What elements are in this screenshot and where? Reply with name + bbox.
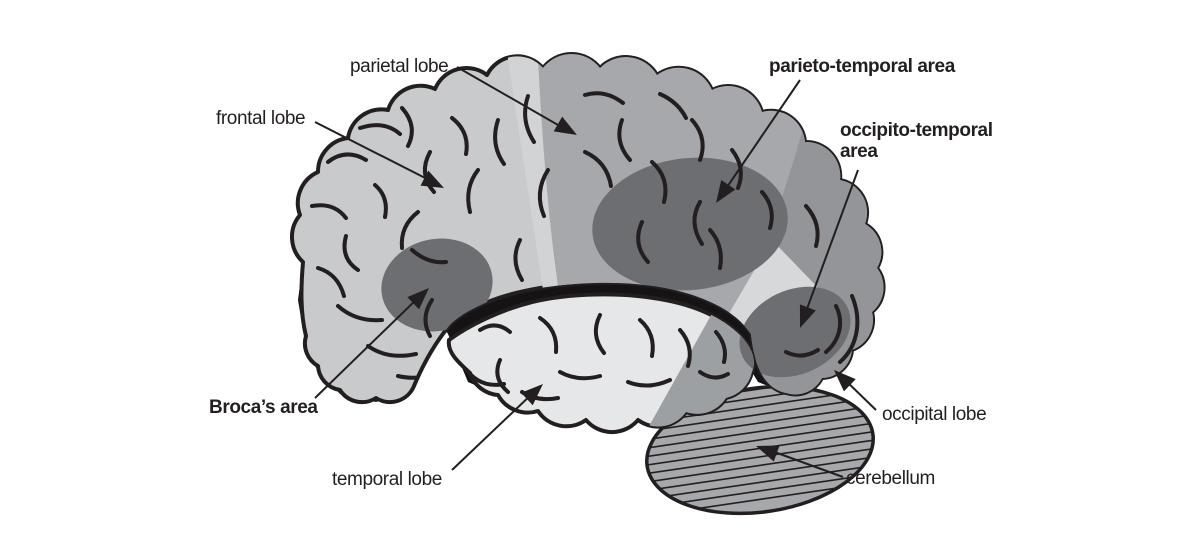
- brocas-area-region: [381, 238, 493, 332]
- temporal-lobe-arrowhead: [521, 384, 543, 406]
- highlight-areas: [381, 157, 851, 378]
- occipital-lobe-region: [714, 96, 884, 403]
- parietal-lobe-label: parietal lobe: [350, 56, 449, 77]
- occipital-lobe-label: occipital lobe: [882, 404, 987, 425]
- parietal-lobe-arrowhead: [553, 116, 577, 135]
- frontal-lobe-arrowhead: [420, 170, 444, 188]
- parieto-temporal-arrowhead: [716, 180, 736, 203]
- cerebellum-arrowhead: [756, 445, 780, 462]
- cerebellum-label: cerebellum: [846, 468, 935, 489]
- parieto-temporal-leader: [722, 79, 801, 194]
- temporal-lobe-leader: [451, 391, 535, 471]
- frontal-lobe-leader: [314, 121, 434, 183]
- parieto-temporal-area-label: parieto-temporal area: [769, 56, 955, 77]
- brocas-area-label: Broca’s area: [209, 397, 318, 418]
- occipito-temporal-arrowhead: [799, 304, 816, 328]
- occipito-temporal-area-label: occipito-temporal area: [840, 120, 993, 163]
- occipito-temporal-leader: [803, 169, 859, 318]
- arrowheads: [407, 116, 856, 462]
- parieto-temporal-region: [592, 157, 788, 291]
- temporal-lobe-label: temporal lobe: [332, 469, 442, 490]
- leader-lines: [314, 66, 877, 478]
- frontal-lobe-label: frontal lobe: [216, 108, 306, 129]
- occipito-temporal-region: [739, 286, 851, 378]
- cerebellum-leader: [768, 449, 844, 478]
- brocas-area-leader: [314, 295, 421, 399]
- brocas-area-arrowhead: [407, 288, 429, 310]
- occipital-lobe-arrowhead: [834, 370, 856, 392]
- parietal-lobe-leader: [456, 66, 566, 130]
